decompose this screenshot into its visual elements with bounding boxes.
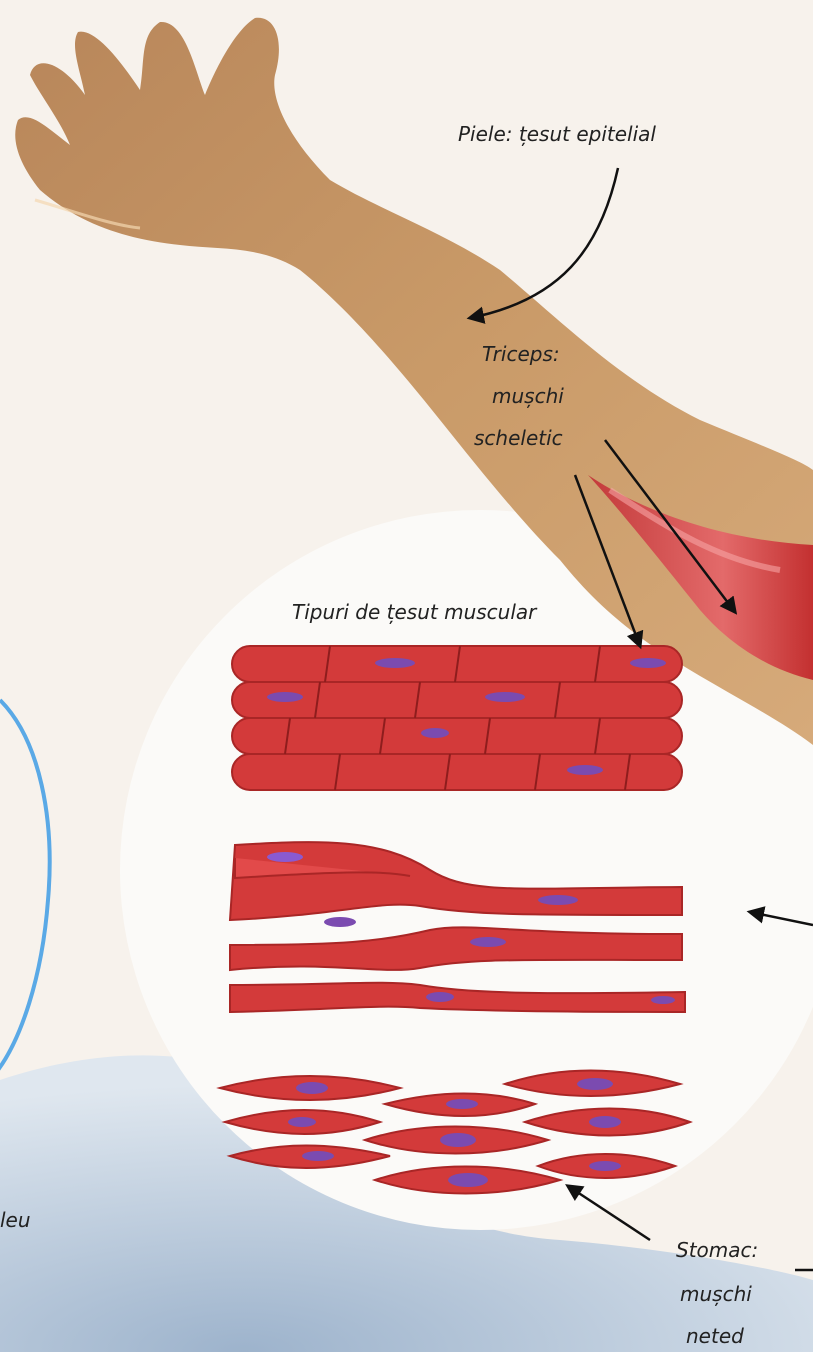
left-cut-label: leu	[0, 1206, 31, 1235]
nucleus	[485, 692, 525, 702]
skin-label: Piele: țesut epitelial	[458, 120, 656, 149]
stomach-label-line2: mușchi	[680, 1280, 752, 1309]
nucleus	[421, 728, 449, 738]
nucleus	[589, 1116, 621, 1128]
nucleus	[651, 996, 675, 1004]
nucleus	[302, 1151, 334, 1161]
nucleus	[267, 692, 303, 702]
skeletal-fiber	[232, 682, 682, 718]
nucleus	[288, 1117, 316, 1127]
muscle-types-title: Tipuri de țesut muscular	[292, 598, 536, 627]
nucleus	[267, 852, 303, 862]
nucleus	[538, 895, 578, 905]
nucleus	[630, 658, 666, 668]
triceps-label-line1: Triceps:	[482, 340, 560, 369]
skeletal-fiber	[232, 754, 682, 790]
skeletal-muscle-fibers	[232, 646, 682, 790]
triceps-label-line3: scheletic	[474, 424, 563, 453]
stomach-label-line3: neted	[686, 1322, 744, 1351]
nucleus	[567, 765, 603, 775]
nucleus	[446, 1099, 478, 1109]
nucleus	[448, 1173, 488, 1187]
triceps-label-line2: mușchi	[492, 382, 564, 411]
nucleus	[324, 917, 356, 927]
nucleus	[577, 1078, 613, 1090]
nucleus	[470, 937, 506, 947]
nucleus	[375, 658, 415, 668]
skeletal-fiber	[232, 718, 682, 754]
nucleus	[426, 992, 454, 1002]
nucleus	[589, 1161, 621, 1171]
nucleus	[440, 1133, 476, 1147]
nucleus	[296, 1082, 328, 1094]
stomach-label-line1: Stomac:	[676, 1236, 758, 1265]
